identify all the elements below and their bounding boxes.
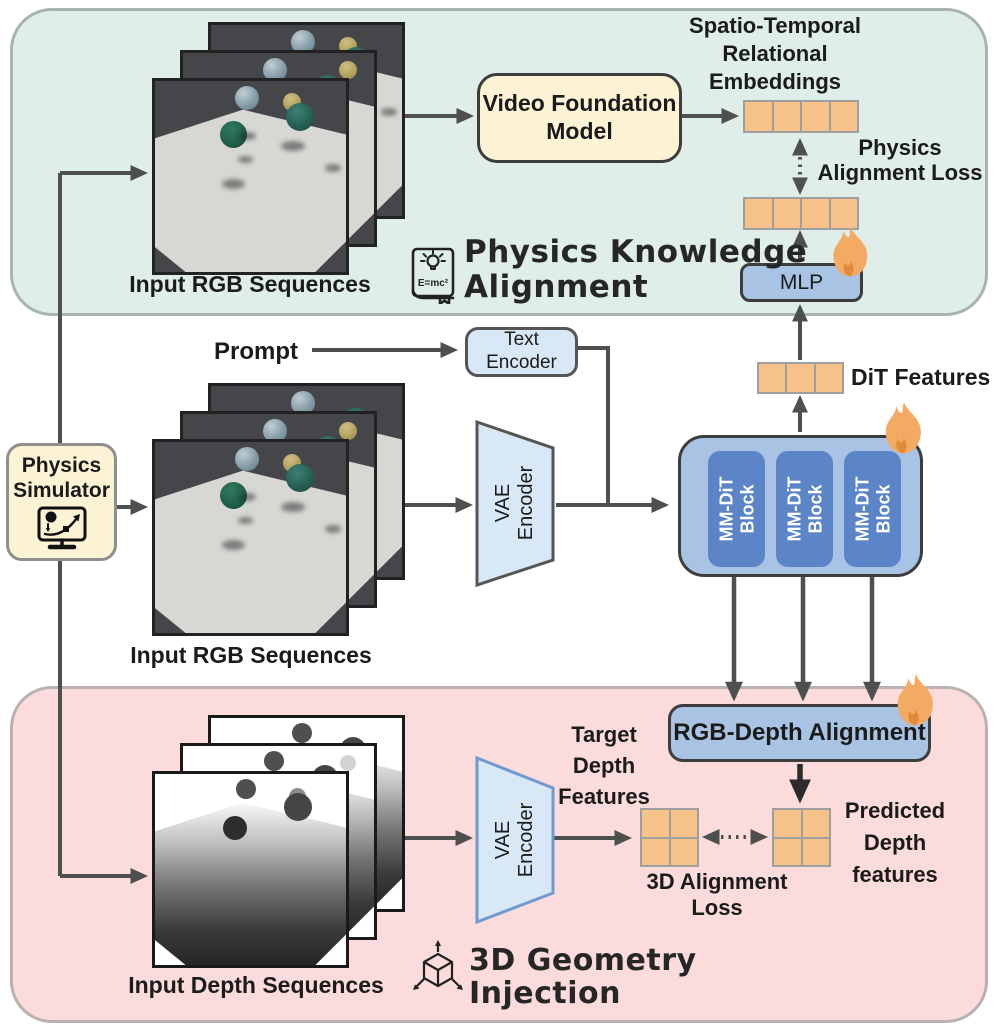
flame-icon-rgb-depth [897, 674, 933, 726]
flame-icon-mlp [833, 227, 868, 277]
predicted-depth-features-label: Predicted Depth features [833, 795, 957, 891]
rgb-depth-alignment-label: RGB-Depth Alignment [673, 718, 926, 746]
feature-cell [774, 838, 801, 865]
pka-title-line1: Physics Knowledge [464, 234, 808, 270]
physics-loss-line2: Alignment Loss [817, 160, 983, 185]
target-line3: Features [558, 784, 650, 809]
mmdit-container: MM-DiT Block MM-DiT Block MM-DiT Block [678, 435, 923, 577]
predicted-line2: Depth [863, 830, 927, 855]
mmdit-block2-line1: MM-DiT [783, 476, 804, 542]
feature-cell [670, 838, 697, 865]
mmdit-block-2: MM-DiT Block [776, 451, 833, 567]
embeddings-title-line1: Spatio-Temporal [689, 13, 861, 38]
physics-book-icon: E=mc² [411, 247, 455, 304]
physics-alignment-loss-label: Physics Alignment Loss [805, 135, 995, 185]
feature-cell [802, 199, 829, 228]
target-line1: Target [571, 722, 637, 747]
vae-encoder-shape-bottom [475, 755, 555, 925]
physics-simulator-box: Physics Simulator [6, 443, 117, 561]
target-line2: Depth [572, 753, 636, 778]
feature-cell [787, 364, 814, 392]
vae-line2: Encoder [515, 465, 537, 541]
target-depth-features-label: Target Depth Features [544, 719, 664, 812]
vae-line1: VAE [492, 483, 514, 523]
mmdit-block3-line1: MM-DiT [851, 476, 872, 542]
rgb-frame-front [152, 78, 349, 275]
predicted-line3: features [852, 862, 938, 887]
line-text-encoder-join [570, 346, 610, 503]
3d-axes-cube-icon [413, 940, 463, 990]
predicted-depth-grid [772, 808, 831, 867]
feature-cell [815, 364, 842, 392]
simulator-label-line1: Physics [21, 454, 102, 477]
text-encoder-line2: Encoder [486, 352, 557, 373]
feature-cell [802, 810, 829, 837]
physics-knowledge-alignment-title: Physics Knowledge Alignment [464, 235, 807, 305]
book-emc2-text: E=mc² [418, 278, 449, 289]
3d-alignment-loss-label: 3D Alignment Loss [636, 869, 798, 921]
feature-cell [642, 810, 669, 837]
mmdit-block1-line2: Block [736, 484, 757, 534]
3d-loss-line1: 3D Alignment [646, 869, 788, 894]
prompt-label: Prompt [214, 338, 298, 365]
rgb-sequence-stack-top [152, 22, 405, 275]
dit-features-label: DiT Features [851, 364, 991, 390]
mmdit-block-3: MM-DiT Block [844, 451, 901, 567]
mmdit-block-1: MM-DiT Block [708, 451, 765, 567]
flame-icon-mmdit [885, 402, 921, 454]
input-depth-label: Input Depth Sequences [128, 972, 384, 998]
mmdit-block3-line2: Block [872, 484, 893, 534]
predicted-line1: Predicted [844, 798, 946, 823]
depth-frame-front [152, 771, 349, 968]
video-foundation-model-box: Video Foundation Model [477, 73, 682, 163]
vae-encoder-shape-middle [475, 419, 555, 588]
dit-features-row [757, 362, 844, 394]
feature-cell [830, 102, 857, 131]
rgb-depth-alignment-box: RGB-Depth Alignment [668, 704, 931, 762]
depth-sequence-stack [152, 715, 405, 968]
feature-cell [759, 364, 786, 392]
feature-cell [670, 810, 697, 837]
feature-cell [773, 102, 800, 131]
rgb-frame-front [152, 439, 349, 636]
mmdit-block2-line2: Block [804, 484, 825, 534]
rgb-sequence-stack-middle [152, 383, 405, 636]
mmdit-block1-line1: MM-DiT [715, 476, 736, 542]
3d-geometry-injection-title: 3D Geometry Injection [469, 944, 697, 1010]
pka-title-line2: Alignment [464, 269, 649, 305]
input-rgb-label-top: Input RGB Sequences [129, 271, 371, 297]
feature-cell [745, 199, 772, 228]
3d-loss-line2: Loss [691, 895, 743, 920]
text-encoder-line1: Text [504, 329, 539, 351]
embeddings-title: Spatio-Temporal Relational Embeddings [655, 12, 895, 96]
feature-cell [802, 838, 829, 865]
simulator-monitor-icon [37, 506, 86, 550]
geo-title-line1: 3D Geometry [469, 943, 697, 978]
feature-cell [830, 199, 857, 228]
feature-cell [774, 810, 801, 837]
projected-embedding-row [743, 197, 859, 230]
vfm-label-line1: Video Foundation [482, 90, 677, 117]
input-rgb-label-middle: Input RGB Sequences [130, 642, 372, 668]
embeddings-title-line3: Embeddings [708, 69, 841, 94]
mlp-label: MLP [779, 270, 824, 294]
geo-title-line2: Injection [469, 976, 622, 1011]
vfm-label-line2: Model [546, 118, 613, 144]
feature-cell [642, 838, 669, 865]
vae-bottom-line2: Encoder [515, 802, 537, 878]
physics-loss-line1: Physics [858, 135, 942, 160]
vae-bottom-line1: VAE [492, 820, 514, 860]
simulator-label-line2: Simulator [13, 479, 110, 502]
video-embedding-row [743, 100, 859, 133]
feature-cell [802, 102, 829, 131]
target-depth-grid [640, 808, 699, 867]
feature-cell [745, 102, 772, 131]
embeddings-title-line2: Relational [722, 41, 828, 66]
text-encoder-box: Text Encoder [465, 327, 578, 377]
feature-cell [773, 199, 800, 228]
